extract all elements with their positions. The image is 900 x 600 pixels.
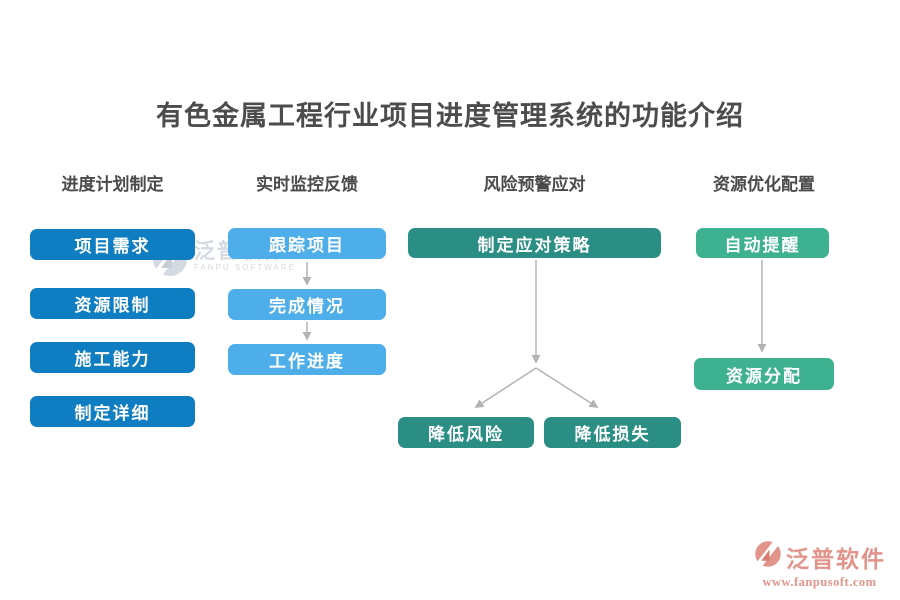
node-resource-allocation: 资源分配 (694, 358, 834, 390)
node-construction-capability: 施工能力 (30, 342, 195, 373)
node-reduce-loss: 降低损失 (544, 417, 681, 448)
node-response-strategy: 制定应对策略 (408, 228, 661, 258)
node-auto-reminder: 自动提醒 (696, 228, 829, 258)
column-header-risk-warning: 风险预警应对 (483, 175, 586, 194)
node-reduce-risk: 降低风险 (398, 417, 534, 448)
column-header-resource-optimization: 资源优化配置 (713, 175, 815, 194)
fanpu-logo-icon (752, 535, 784, 574)
node-detailed-plan: 制定详细 (30, 396, 195, 427)
page-title: 有色金属工程行业项目进度管理系统的功能介绍 (156, 101, 744, 131)
column-header-realtime-monitoring: 实时监控反馈 (256, 175, 358, 194)
watermark-subtitle-text: FANPU SOFTWARE (194, 263, 296, 272)
node-completion-status: 完成情况 (228, 289, 386, 320)
footer-brand: 泛普软件 www.fanpusoft.com (752, 535, 886, 590)
node-track-project: 跟踪项目 (228, 228, 386, 259)
footer-brand-text: 泛普软件 (786, 546, 886, 572)
node-project-requirements: 项目需求 (30, 229, 195, 260)
column-header-schedule-planning: 进度计划制定 (61, 175, 164, 194)
node-work-progress: 工作进度 (228, 344, 386, 375)
node-resource-limits: 资源限制 (30, 288, 195, 319)
footer-website-text: www.fanpusoft.com (762, 575, 877, 589)
